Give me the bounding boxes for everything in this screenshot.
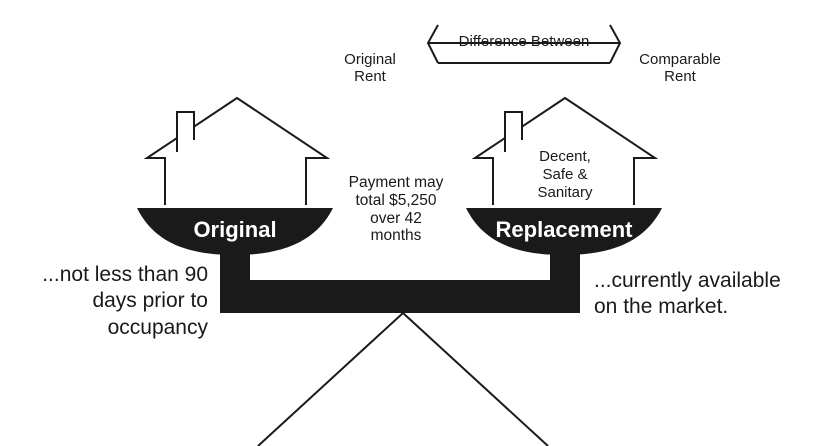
original-house-icon [143,96,331,205]
comparable-rent-label: Comparable Rent [630,51,730,86]
left-note-line-3: occupancy [107,315,208,339]
payment-note: Payment may total $5,250 over 42 months [326,174,466,245]
original-bowl [137,208,333,255]
replacement-bowl [466,208,662,255]
payment-line-4: months [370,227,422,245]
difference-between-label: Difference Between [458,33,590,50]
payment-line-1: Payment may [348,174,444,191]
feature-safe: Safe & [542,166,588,183]
left-note-line-1: ...not less than 90 [42,263,208,286]
original-label: Original [193,217,277,242]
fulcrum-triangle [257,311,549,446]
replacement-features: Decent, Safe & Sanitary [505,148,625,202]
right-note-line-2: on the market. [594,295,729,319]
left-note: ...not less than 90 days prior to occupa… [0,262,208,341]
payment-line-3: over 42 [370,209,422,227]
right-note: ...currently available on the market. [594,268,816,321]
payment-line-2: total $5,250 [355,191,437,209]
comparable-rent-line-2: Rent [664,68,696,86]
feature-decent: Decent, [539,148,591,165]
replacement-label: Replacement [495,217,633,242]
comparable-rent-line-1: Comparable [639,51,721,68]
feature-sanitary: Sanitary [537,184,593,201]
right-note-line-1: ...currently available [594,269,781,292]
difference-arrow [426,24,622,64]
original-rent-label: Original Rent [320,51,420,86]
original-rent-line-1: Original [344,51,396,68]
scale-beam [220,225,580,313]
replacement-house-icon [471,96,659,205]
left-note-line-2: days prior to [92,289,208,313]
original-rent-line-2: Rent [354,68,386,86]
